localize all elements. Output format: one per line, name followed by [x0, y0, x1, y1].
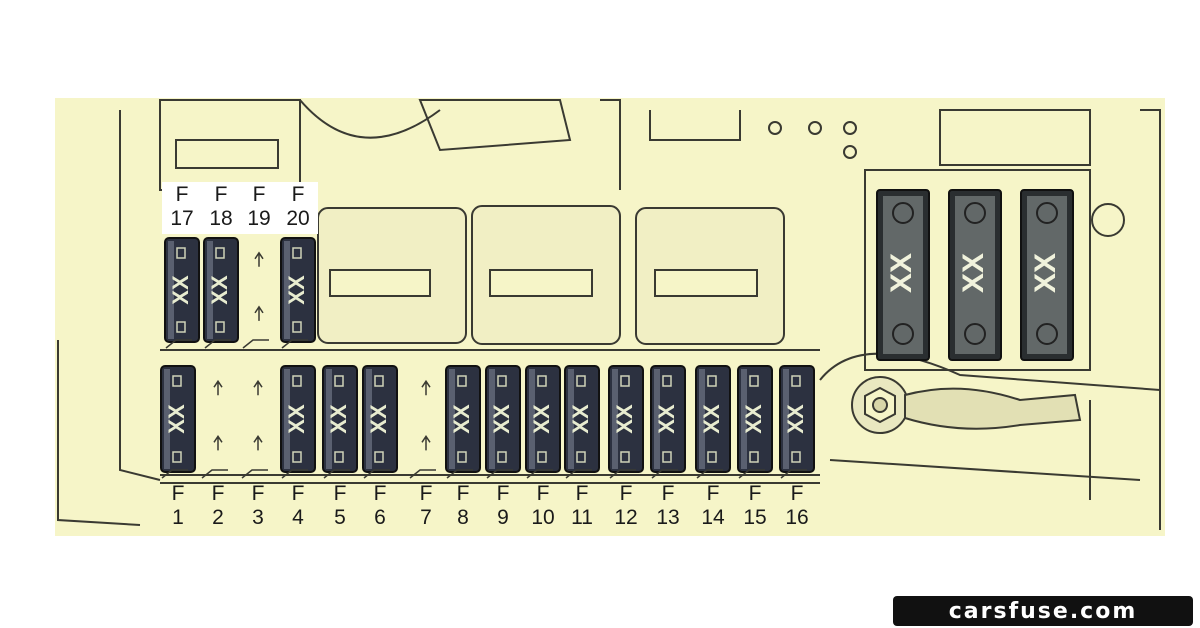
- maxi-fuses: XX XX XX: [876, 189, 1074, 361]
- fuse-code: XX: [741, 404, 766, 434]
- maxi-fuse: XX: [1020, 189, 1074, 361]
- fuse-code: XX: [207, 275, 232, 305]
- fuse-code: XX: [489, 404, 514, 434]
- maxi-fuse-code: XX: [885, 253, 918, 293]
- fuse-code: XX: [326, 404, 351, 434]
- battery-terminal: [851, 376, 1082, 434]
- mini-fuse: XX: [362, 365, 398, 479]
- mini-fuse: XX: [280, 237, 316, 349]
- fuse-code: XX: [366, 404, 391, 434]
- fuse-code: XX: [783, 404, 808, 434]
- fuse-code: XX: [568, 404, 593, 434]
- mini-fuse: XX: [779, 365, 815, 479]
- maxi-fuse: XX: [876, 189, 930, 361]
- mini-fuse: XX: [203, 237, 239, 349]
- relay-group: [317, 205, 785, 345]
- mini-fuse: XX: [485, 365, 521, 479]
- maxi-fuse-code: XX: [957, 253, 990, 293]
- top-row-fuses: XX XX XX: [164, 237, 316, 349]
- fuse-code: XX: [164, 404, 189, 434]
- fuse-code: XX: [654, 404, 679, 434]
- mini-fuse: XX: [695, 365, 731, 479]
- mini-fuse: XX: [322, 365, 358, 479]
- mini-fuse: XX: [445, 365, 481, 479]
- fuse-code: XX: [699, 404, 724, 434]
- mini-fuse: XX: [280, 365, 316, 479]
- maxi-fuse: XX: [948, 189, 1002, 361]
- mini-fuse: XX: [160, 365, 196, 479]
- mini-fuse: XX: [164, 237, 200, 349]
- fuse-code: XX: [284, 275, 309, 305]
- mini-fuse: XX: [650, 365, 686, 479]
- empty-fuse-slot: [409, 379, 436, 479]
- empty-fuse-slot: [242, 251, 269, 349]
- fuse-code: XX: [284, 404, 309, 434]
- mini-fuse: XX: [737, 365, 773, 479]
- mini-fuse: XX: [525, 365, 561, 479]
- fuse-code: XX: [449, 404, 474, 434]
- empty-fuse-slot: [201, 379, 228, 479]
- fuse-code: XX: [612, 404, 637, 434]
- fuse-code: XX: [529, 404, 554, 434]
- fuse-code: XX: [168, 275, 193, 305]
- mini-fuse: XX: [564, 365, 600, 479]
- bottom-row-fuses: XX XX XX XX XX XX XX XX XX XX XX XX XX: [160, 365, 815, 479]
- watermark: carsfuse.com: [893, 596, 1193, 626]
- mini-fuse: XX: [608, 365, 644, 479]
- empty-fuse-slot: [241, 379, 268, 479]
- maxi-fuse-code: XX: [1029, 253, 1062, 293]
